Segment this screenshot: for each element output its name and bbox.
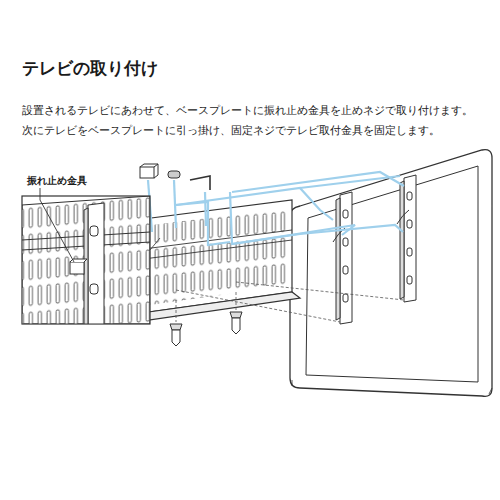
detail-inset <box>22 196 160 324</box>
instruction-text: 次にテレビをベースプレートに引っ掛け、固定ネジでテレビ取付金具を固定します。 <box>22 124 440 138</box>
tv-set <box>290 150 492 397</box>
alignment-line <box>176 282 404 322</box>
guide-line <box>148 172 404 245</box>
fixing-screw <box>170 312 242 346</box>
leader-line <box>40 188 74 262</box>
part-name: 振れ止め金具 <box>26 175 88 186</box>
title: テレビの取り付け <box>22 58 158 78</box>
tv-bracket <box>333 175 416 324</box>
instruction-text: 設置されるテレビにあわせて、ベースプレートに振れ止め金具を止めネジで取り付けます… <box>22 104 473 118</box>
